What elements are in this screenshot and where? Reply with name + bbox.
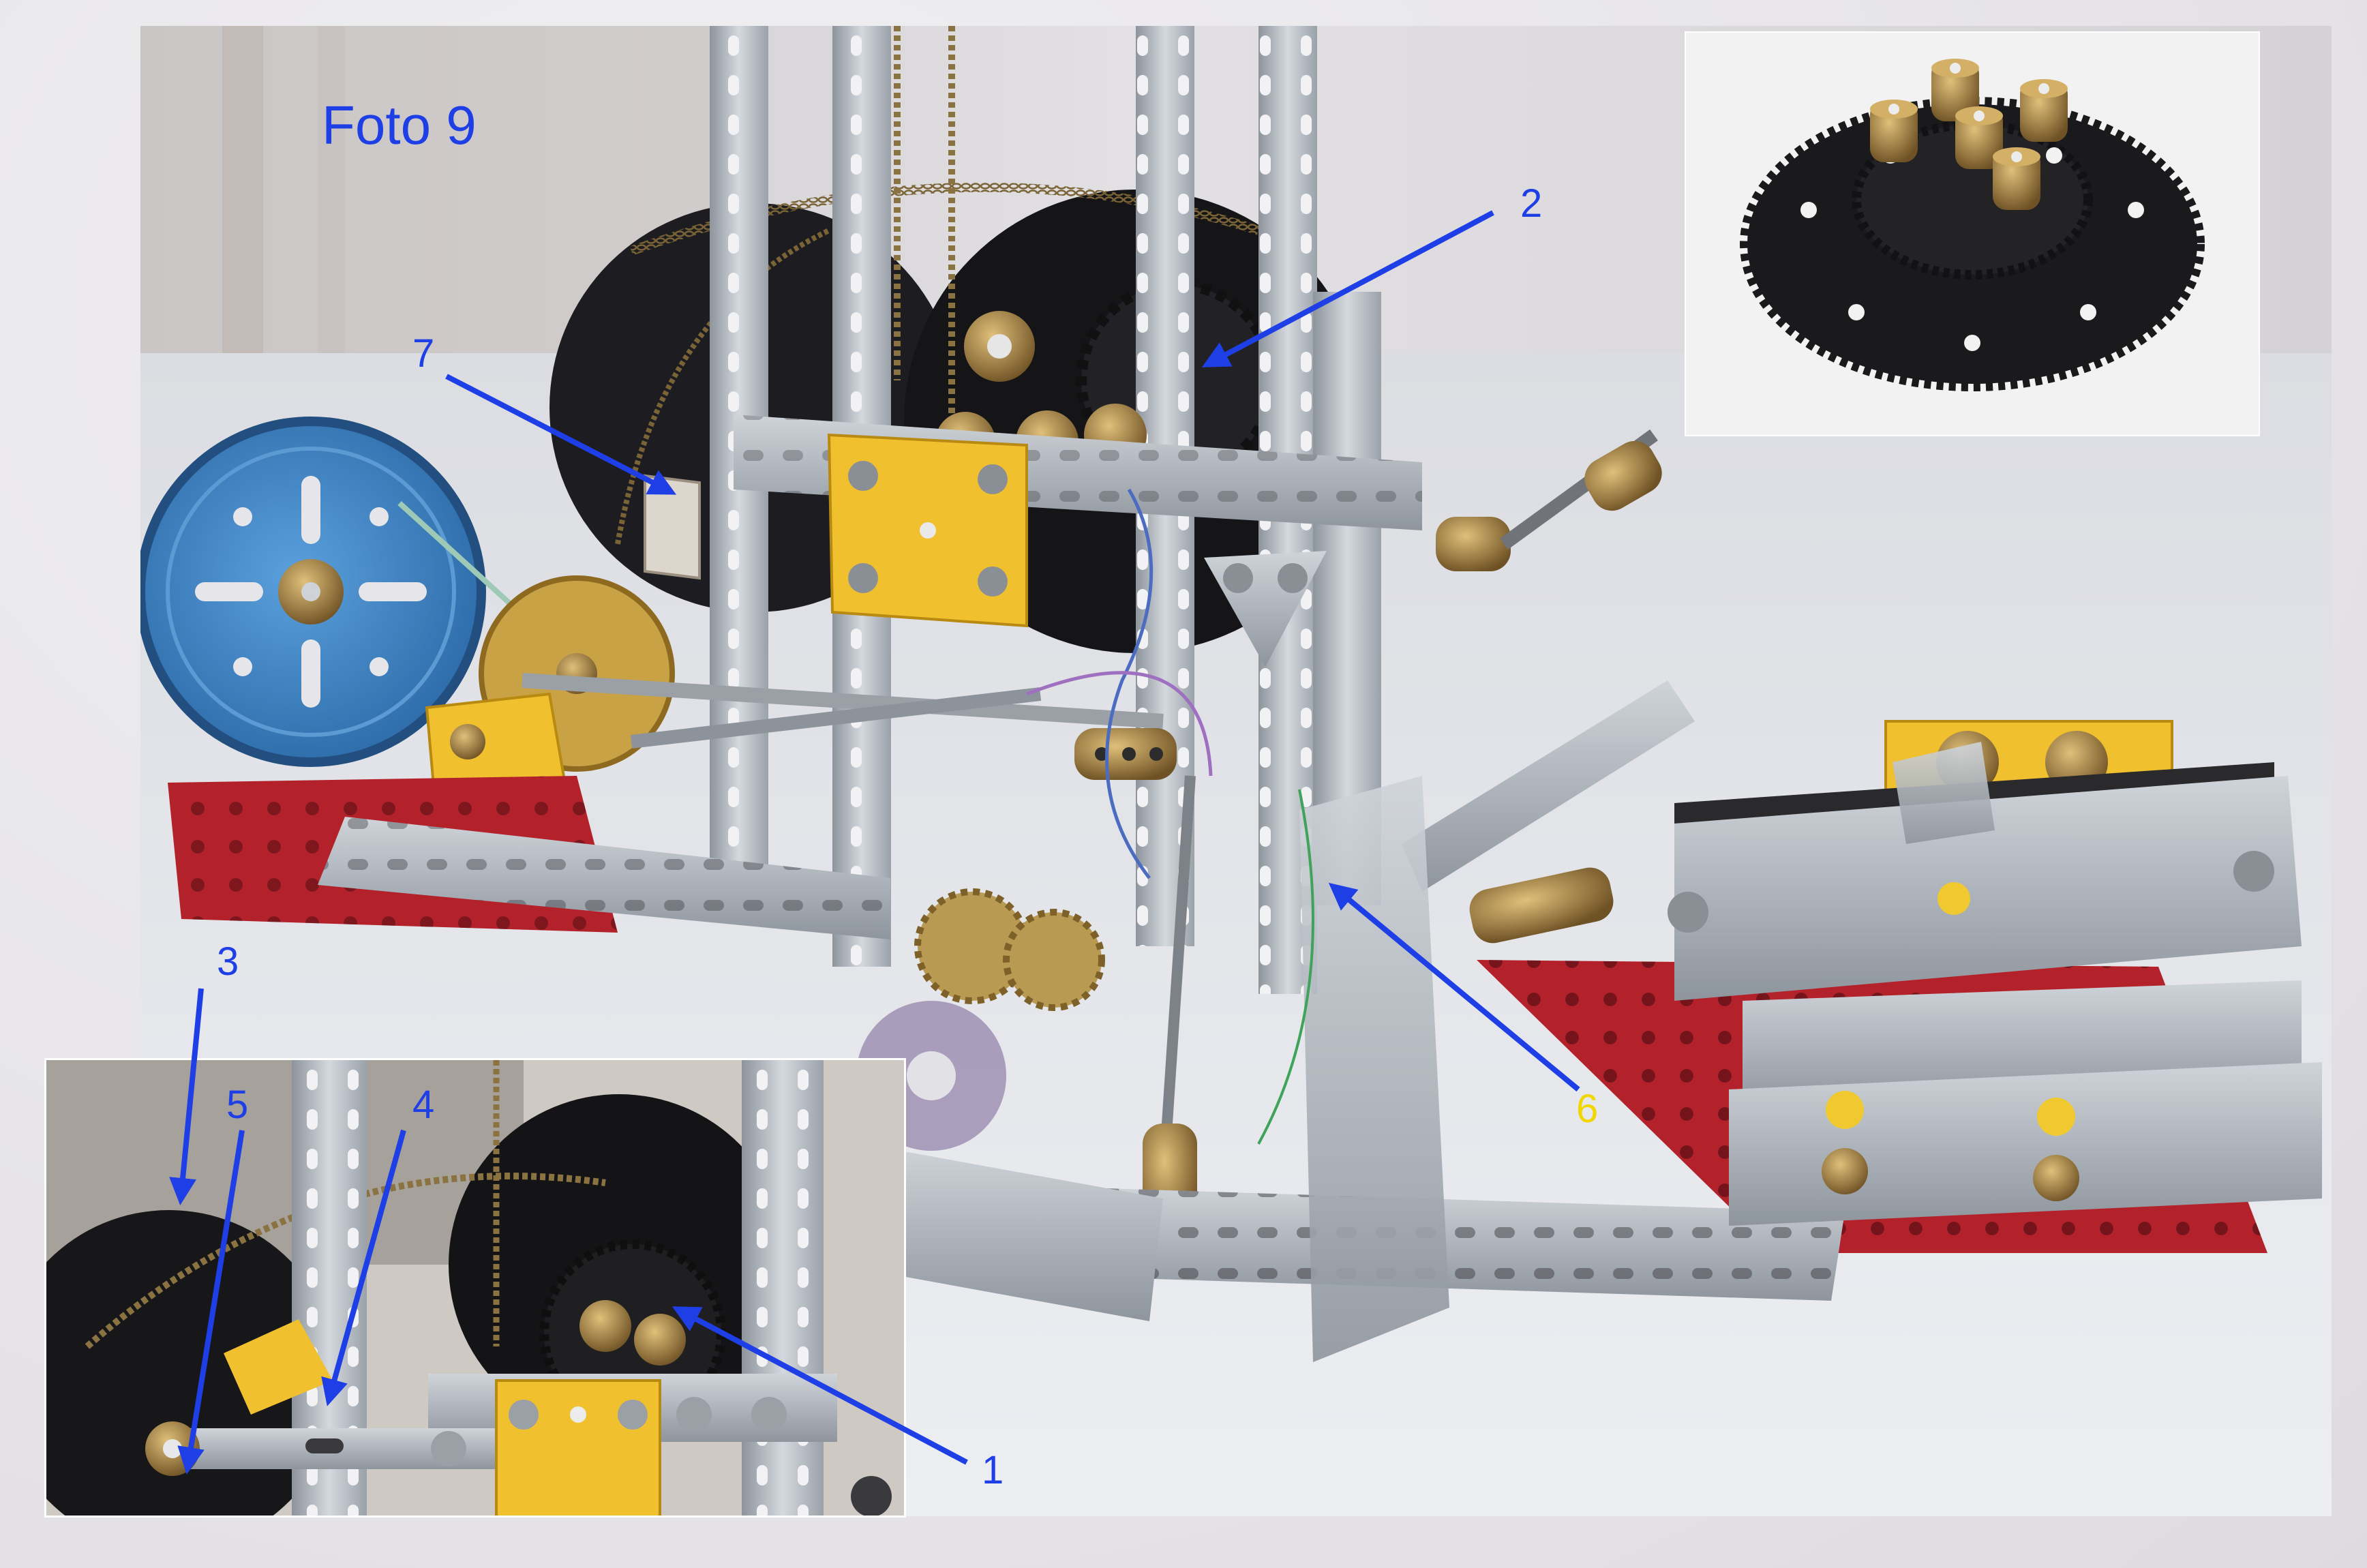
callout-5-text: 5 xyxy=(226,1083,249,1127)
callout-4-text: 4 xyxy=(412,1083,435,1127)
inset-gear-photo xyxy=(1686,33,2259,435)
inset-detail-photo xyxy=(46,1060,904,1516)
meccano-model-image xyxy=(140,26,2332,1516)
chain-drive-detail-image xyxy=(46,1060,904,1516)
callout-label-1: 1 xyxy=(982,1451,1004,1490)
callout-label-5: 5 xyxy=(226,1085,248,1125)
callout-1-text: 1 xyxy=(982,1448,1004,1492)
sprocket-with-bosses-image xyxy=(1740,59,2205,391)
callout-3-text: 3 xyxy=(217,939,239,984)
callout-label-7: 7 xyxy=(412,334,434,374)
photo-caption: Foto 9 xyxy=(322,95,477,155)
callout-7-text: 7 xyxy=(412,331,435,376)
callout-2-text: 2 xyxy=(1520,181,1543,226)
callout-label-6: 6 xyxy=(1576,1089,1598,1129)
callout-label-4: 4 xyxy=(412,1085,434,1125)
callout-label-2: 2 xyxy=(1520,184,1542,224)
callout-label-3: 3 xyxy=(217,942,239,982)
callout-6-text: 6 xyxy=(1576,1087,1599,1131)
